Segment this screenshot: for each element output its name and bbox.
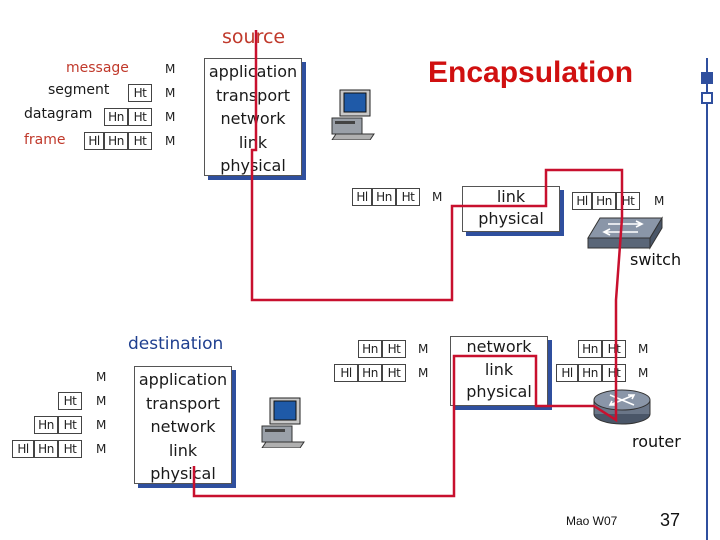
router-in-datagram-M: M [418, 342, 429, 356]
switch-frame-M: M [654, 194, 665, 208]
switch-label: switch [630, 250, 682, 269]
router-out-frame-Hl: Hl [556, 364, 578, 382]
destination-computer-icon [261, 397, 305, 448]
source-layer-network: network [220, 109, 286, 128]
page-title: Encapsulation [428, 56, 634, 89]
router-in-datagram-Ht: Ht [382, 340, 406, 358]
router-in-frame-Ht: Ht [382, 364, 406, 382]
dest-message-M: M [96, 370, 107, 384]
source-computer-icon [331, 89, 375, 140]
transit-frame-Ht: Ht [396, 188, 420, 206]
source-frame-Ht: Ht [128, 132, 152, 150]
switch-protocol-stack: link physical [462, 186, 560, 232]
layer-name-segment: segment [48, 82, 110, 98]
dest-layer-transport: transport [146, 393, 220, 413]
router-out-frame-Ht: Ht [602, 364, 626, 382]
router-protocol-stack: network link physical [450, 336, 548, 406]
source-layer-application: application [208, 62, 298, 81]
router-in-frame-M: M [418, 366, 429, 380]
source-layer-link: link [238, 132, 268, 152]
source-message-M1: M [165, 62, 176, 76]
router-layer-physical: physical [466, 382, 532, 401]
source-datagram-Hn: Hn [104, 108, 128, 126]
dest-frame-Hn: Hn [34, 440, 58, 458]
dest-datagram-M: M [96, 418, 107, 432]
switch-layer-link: link [496, 187, 526, 206]
source-label: source [222, 26, 286, 48]
page-number: 37 [660, 510, 681, 530]
dest-layer-application: application [138, 370, 228, 389]
router-layer-network: network [466, 337, 532, 356]
dest-frame-Ht: Ht [58, 440, 82, 458]
switch-layer-physical: physical [478, 209, 544, 228]
dest-frame-M: M [96, 442, 107, 456]
dest-segment-M: M [96, 394, 107, 408]
layer-name-message: message [66, 60, 129, 76]
slide-divider-marker-2 [701, 92, 713, 104]
dest-layer-link: link [168, 440, 198, 460]
dest-layer-network: network [150, 417, 216, 436]
source-segment-M: M [165, 86, 176, 100]
source-protocol-stack: application transport network link physi… [204, 58, 302, 176]
slide-divider [706, 58, 708, 540]
transit-frame-M: M [432, 190, 443, 204]
router-in-frame-Hl: Hl [334, 364, 358, 382]
switch-frame-Hn: Hn [592, 192, 616, 210]
destination-protocol-stack: application transport network link physi… [134, 366, 232, 484]
router-in-datagram-Hn: Hn [358, 340, 382, 358]
dest-datagram-Hn: Hn [34, 416, 58, 434]
router-out-datagram-M: M [638, 342, 649, 356]
dest-frame-Hl: Hl [12, 440, 34, 458]
switch-frame-Hl: Hl [572, 192, 592, 210]
dest-segment-Ht: Ht [58, 392, 82, 410]
source-frame-Hl: Hl [84, 132, 104, 150]
router-out-frame-M: M [638, 366, 649, 380]
dest-datagram-Ht: Ht [58, 416, 82, 434]
router-layer-link: link [484, 359, 514, 379]
router-in-frame-Hn: Hn [358, 364, 382, 382]
source-datagram-M: M [165, 110, 176, 124]
source-segment-Ht: Ht [128, 84, 152, 102]
source-datagram-Ht: Ht [128, 108, 152, 126]
layer-name-datagram: datagram [24, 106, 93, 122]
destination-label: destination [128, 334, 224, 354]
source-frame-Hn: Hn [104, 132, 128, 150]
transit-frame-Hn: Hn [372, 188, 396, 206]
source-layer-transport: transport [216, 85, 290, 105]
source-frame-M: M [165, 134, 176, 148]
footer-text: Mao W07 [566, 514, 618, 528]
router-out-datagram-Hn: Hn [578, 340, 602, 358]
layer-name-frame: frame [24, 132, 66, 148]
router-out-datagram-Ht: Ht [602, 340, 626, 358]
slide-divider-marker-1 [701, 72, 713, 84]
router-label: router [632, 432, 681, 451]
router-icon [593, 389, 651, 425]
router-out-frame-Hn: Hn [578, 364, 602, 382]
dest-layer-physical: physical [150, 464, 216, 483]
transit-frame-Hl: Hl [352, 188, 372, 206]
